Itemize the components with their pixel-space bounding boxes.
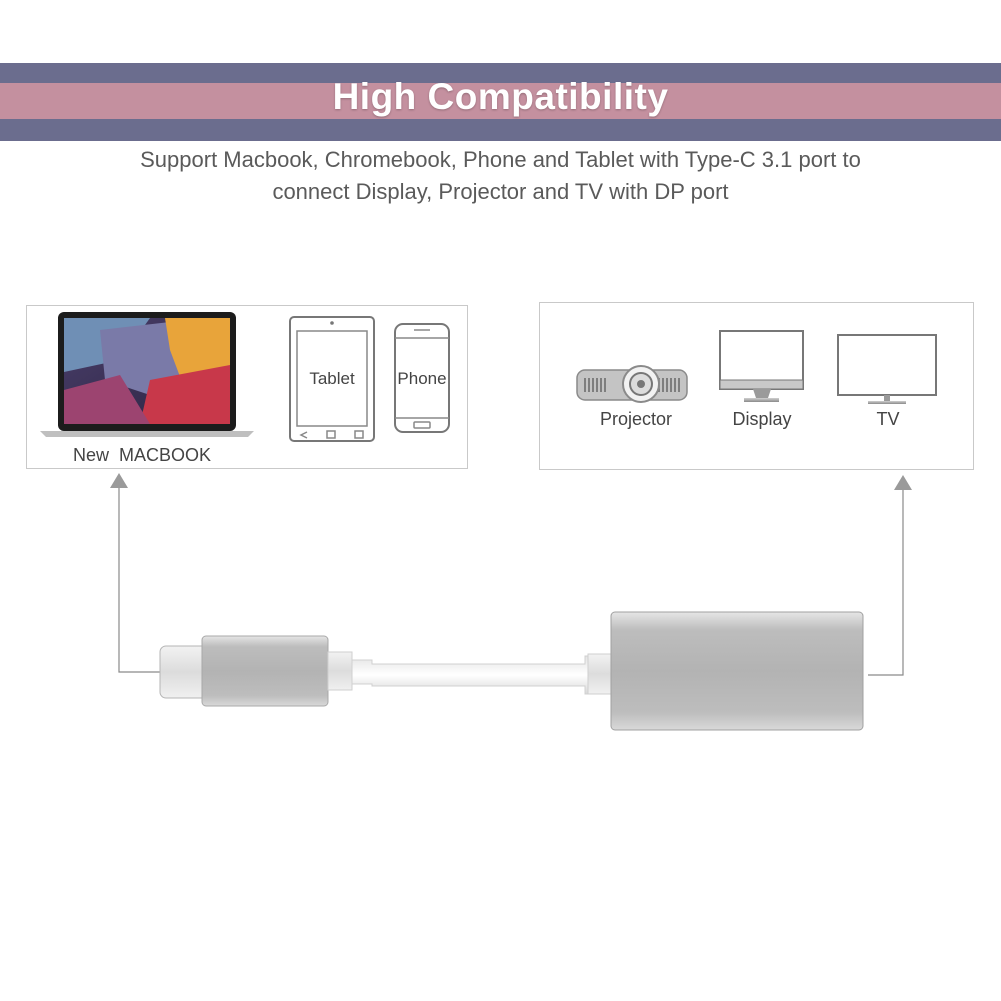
banner-band-bottom [0, 119, 1001, 141]
tablet-label: Tablet [309, 369, 355, 388]
banner-band-middle [0, 83, 1001, 119]
laptop-icon [40, 312, 254, 437]
subtitle: Support Macbook, Chromebook, Phone and T… [40, 144, 961, 208]
laptop-label: New MACBOOK [73, 445, 212, 465]
banner-band-top [0, 63, 1001, 83]
banner-title: High Compatibility [332, 76, 669, 117]
phone-label: Phone [397, 369, 447, 388]
tv-label: TV [876, 409, 900, 429]
displayport-connector-icon [587, 611, 864, 731]
monitor-icon [719, 330, 804, 402]
projector-label: Projector [599, 409, 673, 429]
subtitle-line-1: Support Macbook, Chromebook, Phone and T… [140, 147, 861, 172]
projector-icon [576, 365, 688, 403]
arrow-to-source [110, 473, 160, 673]
adapter-cable [351, 655, 613, 695]
usb-c-connector-icon [159, 635, 353, 707]
subtitle-line-2: connect Display, Projector and TV with D… [272, 179, 729, 204]
arrow-to-target [868, 475, 912, 676]
phone-icon [394, 323, 450, 433]
tablet-icon [289, 316, 375, 442]
display-label: Display [732, 409, 792, 429]
header-banner [0, 63, 1001, 141]
tv-icon [837, 334, 937, 404]
